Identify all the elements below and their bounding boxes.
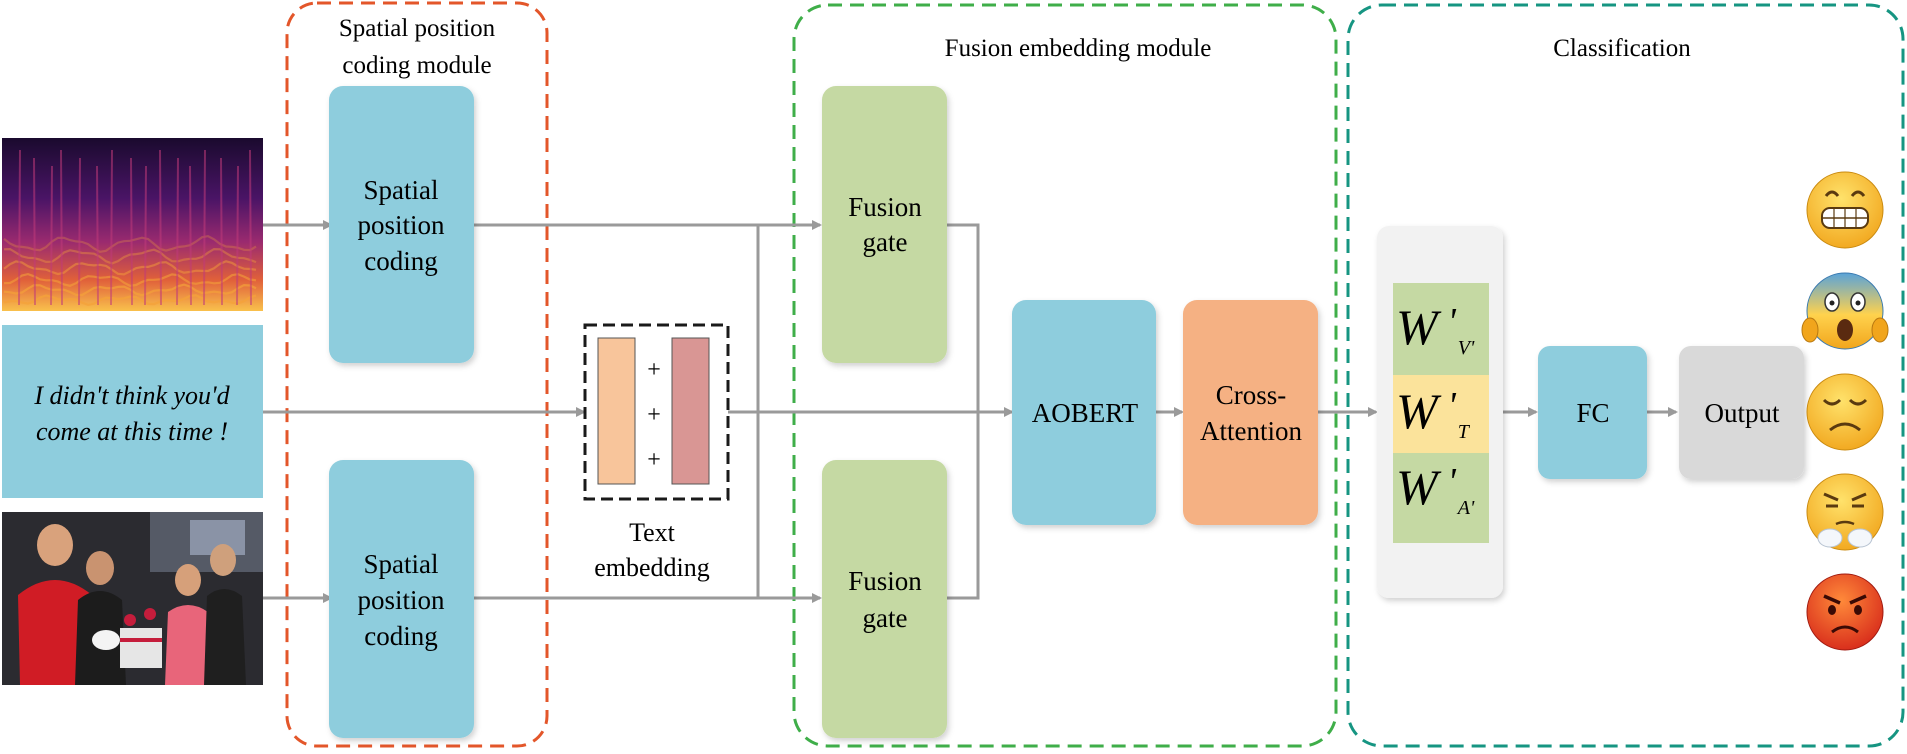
text-input-line2: come at this time ! [36,417,228,446]
cross-attention-line1: Cross- [1216,380,1287,410]
screaming-face-icon [1801,272,1889,350]
spatial-module-border [285,1,549,748]
plus-2: + [647,402,661,428]
text-embedding-label-line2: embedding [594,553,710,582]
fc-block: FC [1538,346,1647,479]
text-input-line1: I didn't think you'd [33,381,230,410]
cross-attention-block: Cross- Attention [1183,300,1318,525]
fusion-gate-bottom-line1: Fusion [848,566,922,596]
steam-nose-face-icon [1806,473,1884,551]
fusion-gate-top-line1: Fusion [848,192,922,222]
fusion-module-title: Fusion embedding module [945,35,1212,62]
text-embedding-block: + + + Text embedding [583,323,730,582]
aobert-label: AOBERT [1032,398,1139,428]
fusion-module-border [792,3,1338,748]
angry-face-icon [1806,573,1884,651]
output-block: Output [1679,346,1804,479]
output-label: Output [1704,398,1780,428]
spc-top-line2: position [357,210,445,240]
fc-label: FC [1576,398,1609,428]
cross-attention-line2: Attention [1200,416,1302,446]
spc-block-top: Spatial position coding [329,86,474,363]
plus-3: + [647,447,661,473]
weight-panel: W'V' W'T W'A' [1377,226,1503,598]
spc-top-line1: Spatial [364,175,439,205]
aobert-block: AOBERT [1012,300,1156,525]
plus-1: + [647,357,661,383]
grinning-face-icon [1806,171,1884,249]
spc-bottom-line3: coding [364,621,438,651]
line-fusion-bottom-merge [947,412,980,600]
spc-block-bottom: Spatial position coding [329,460,474,738]
spc-bottom-line1: Spatial [364,549,439,579]
classification-module-title: Classification [1553,35,1691,62]
spc-top-line3: coding [364,246,438,276]
line-fusion-top-merge [947,223,980,412]
text-input-box: I didn't think you'd come at this time ! [2,325,263,498]
text-embedding-label-line1: Text [629,518,676,547]
weight-a: W'A' [1396,459,1475,519]
weight-t: W'T [1396,383,1471,443]
classification-module-border [1346,3,1905,748]
fusion-gate-bottom: Fusion gate [822,460,947,738]
disappointed-face-icon [1806,373,1884,451]
fusion-gate-top: Fusion gate [822,86,947,363]
spatial-module-title-line2: coding module [342,52,491,79]
spc-bottom-line2: position [357,585,445,615]
weight-v: W'V' [1396,299,1475,359]
photo-image [2,512,263,685]
fusion-gate-bottom-line2: gate [863,603,908,633]
spatial-module-title-line1: Spatial position [339,15,496,42]
fusion-gate-top-line2: gate [863,227,908,257]
spectrogram-image [2,138,263,311]
